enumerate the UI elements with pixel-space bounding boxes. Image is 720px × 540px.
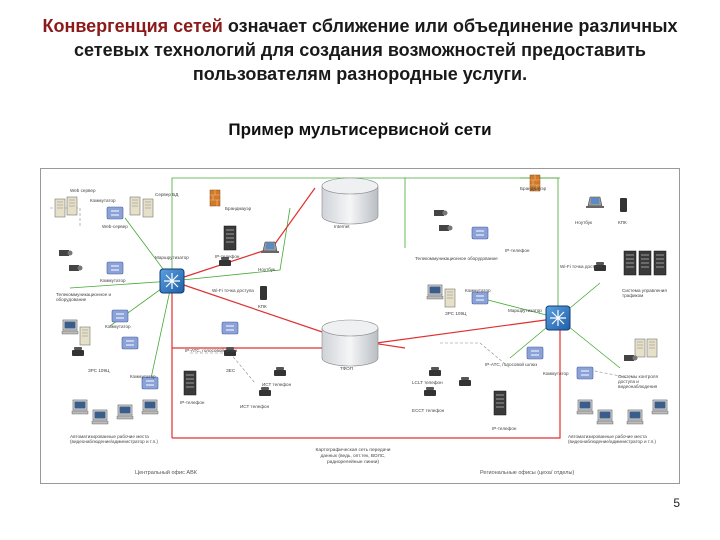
label-transport-network: Картографическая сеть передачи данных (в…	[315, 448, 391, 465]
label-zes: ЗЕС	[226, 368, 236, 373]
page-number: 5	[673, 496, 680, 510]
label-db-server: Сервер БД	[155, 192, 179, 197]
router-hub-right	[545, 305, 571, 331]
label-traffic-system: Система управления трафиком	[622, 288, 667, 298]
intro-highlight: Конвергенция сетей	[42, 16, 223, 36]
label-ip-pbx-right: IP-АТС, голосовой шлюз	[485, 362, 538, 367]
pstn-cylinder	[321, 319, 379, 367]
label-ist-phone-1: ИСТ телефон	[262, 382, 292, 387]
label-zrs-left: ЗРС 109Ц	[88, 368, 110, 373]
label-switch-3: Коммутатор	[105, 324, 131, 329]
label-firewall-right: Брандмауэр	[520, 186, 547, 191]
network-diagram: Web сервер Сервер БД Коммутатор Web-серв…	[40, 168, 680, 484]
label-laptop-left: Ноутбук	[258, 267, 276, 272]
label-workstations-left: Автоматизированные рабочие места (видеон…	[70, 434, 158, 444]
label-router-left: Маршрутизатор	[155, 255, 189, 260]
network-diagram-canvas	[40, 168, 680, 484]
diagram-title: Пример мультисервисной сети	[228, 120, 492, 139]
label-pstn: ТФОП	[340, 366, 354, 371]
label-pda-left: КПК	[258, 304, 267, 309]
label-lclt-phone: LCLT телефон	[412, 380, 443, 385]
label-ip-phone-left: IP-телефон	[215, 254, 240, 259]
intro-rest: означает сближение или объединение разли…	[74, 16, 678, 84]
label-internet: Internet	[334, 224, 350, 229]
label-telecom-left: Телекоммуникационное и оборудование	[56, 292, 112, 302]
label-web-server: Web сервер	[70, 188, 96, 193]
label-switch-4: Коммутатор	[130, 374, 156, 379]
router-hub-left	[159, 268, 185, 294]
label-telecom-right: Телекоммуникационное оборудование	[415, 256, 498, 261]
label-zrs-right: ЗРС 109Ц	[445, 311, 467, 316]
label-ip-phone-left-2: IP-телефон	[180, 400, 205, 405]
label-ist-phone-2: ИСТ телефон	[240, 404, 270, 409]
label-ip-phone-right: IP-телефон	[505, 248, 530, 253]
label-web-server-2: Web-сервер	[102, 224, 128, 229]
label-router-right: Маршрутизатор	[508, 308, 542, 313]
label-switch-1: Коммутатор	[90, 198, 116, 203]
label-pda-right: КПК	[618, 220, 627, 225]
label-switch-2: Коммутатор	[100, 278, 126, 283]
left-equipment	[54, 189, 286, 425]
right-equipment	[424, 174, 669, 425]
pda-icon	[260, 286, 267, 300]
zone-regional-offices: Региональные офисы (цеха/ отделы)	[480, 470, 575, 476]
label-wifi-right: Wi-Fi точка доступа	[560, 264, 602, 269]
label-switch-right-2: Коммутатор	[543, 371, 569, 376]
label-switch-right-1: Коммутатор	[465, 288, 491, 293]
label-laptop-right: Ноутбук	[575, 220, 593, 225]
label-ip-phone-right-2: IP-телефон	[492, 426, 517, 431]
label-firewall-left: Брандмауэр	[225, 206, 252, 211]
intro-paragraph: Конвергенция сетей означает сближение ил…	[30, 14, 690, 86]
label-access-control: Системы контроля доступа и видеонаблюден…	[618, 374, 658, 389]
label-wifi-left: Wi-Fi точка доступа	[212, 288, 254, 293]
label-esst-phone: ЕССТ телефон	[412, 408, 445, 413]
internet-cloud	[321, 177, 379, 225]
label-workstations-right: Автоматизированные рабочие места (видеон…	[568, 434, 656, 444]
label-ip-pbx-left: IP-АТС, голосовой шлюз	[185, 348, 238, 353]
zone-central-office: Центральный офис АВК	[135, 470, 197, 476]
